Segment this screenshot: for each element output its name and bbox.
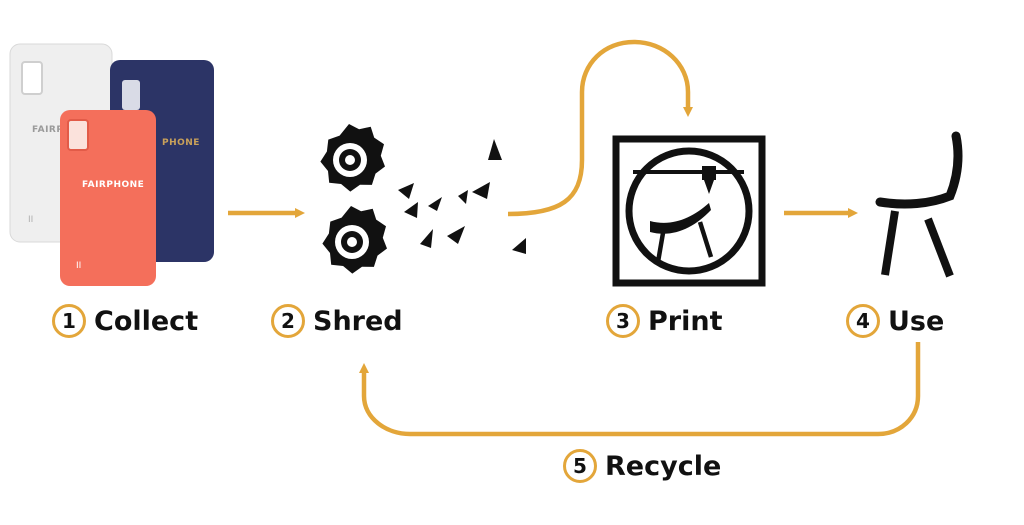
- step-recycle: 5 Recycle: [563, 449, 721, 483]
- shredded-fragments: [398, 139, 526, 254]
- shredder-gear-bottom: [322, 206, 387, 274]
- white-case-mark: II: [28, 215, 33, 225]
- step-shred: 2 Shred: [271, 304, 403, 338]
- step-collect-number: 1: [52, 304, 86, 338]
- 3d-printer-icon: [612, 135, 766, 287]
- step-collect: 1 Collect: [52, 304, 198, 338]
- step-print-number: 3: [606, 304, 640, 338]
- coral-phone-case: FAIRPHONE II: [60, 110, 156, 286]
- step-use: 4 Use: [846, 304, 944, 338]
- step-use-label: Use: [888, 305, 945, 337]
- shredder-icon: [320, 124, 526, 274]
- arrow-shred-to-print: [507, 39, 693, 217]
- blue-case-logo: PHONE: [162, 138, 200, 148]
- arrow-use-to-shred: [359, 342, 921, 437]
- step-collect-label: Collect: [94, 305, 199, 337]
- step-recycle-label: Recycle: [605, 450, 722, 482]
- step-use-number: 4: [846, 304, 880, 338]
- shredder-gear-top: [320, 124, 385, 192]
- step-recycle-number: 5: [563, 449, 597, 483]
- step-shred-number: 2: [271, 304, 305, 338]
- coral-case-mark: II: [76, 261, 81, 271]
- step-print: 3 Print: [606, 304, 723, 338]
- step-shred-label: Shred: [313, 305, 403, 337]
- phone-case-icon: FAIRP II PHONE FAIRPHONE II: [9, 43, 214, 286]
- white-case-logo: FAIRP: [32, 125, 63, 135]
- coral-case-logo: FAIRPHONE: [82, 180, 144, 190]
- step-print-label: Print: [648, 305, 723, 337]
- chair-icon: [875, 131, 963, 278]
